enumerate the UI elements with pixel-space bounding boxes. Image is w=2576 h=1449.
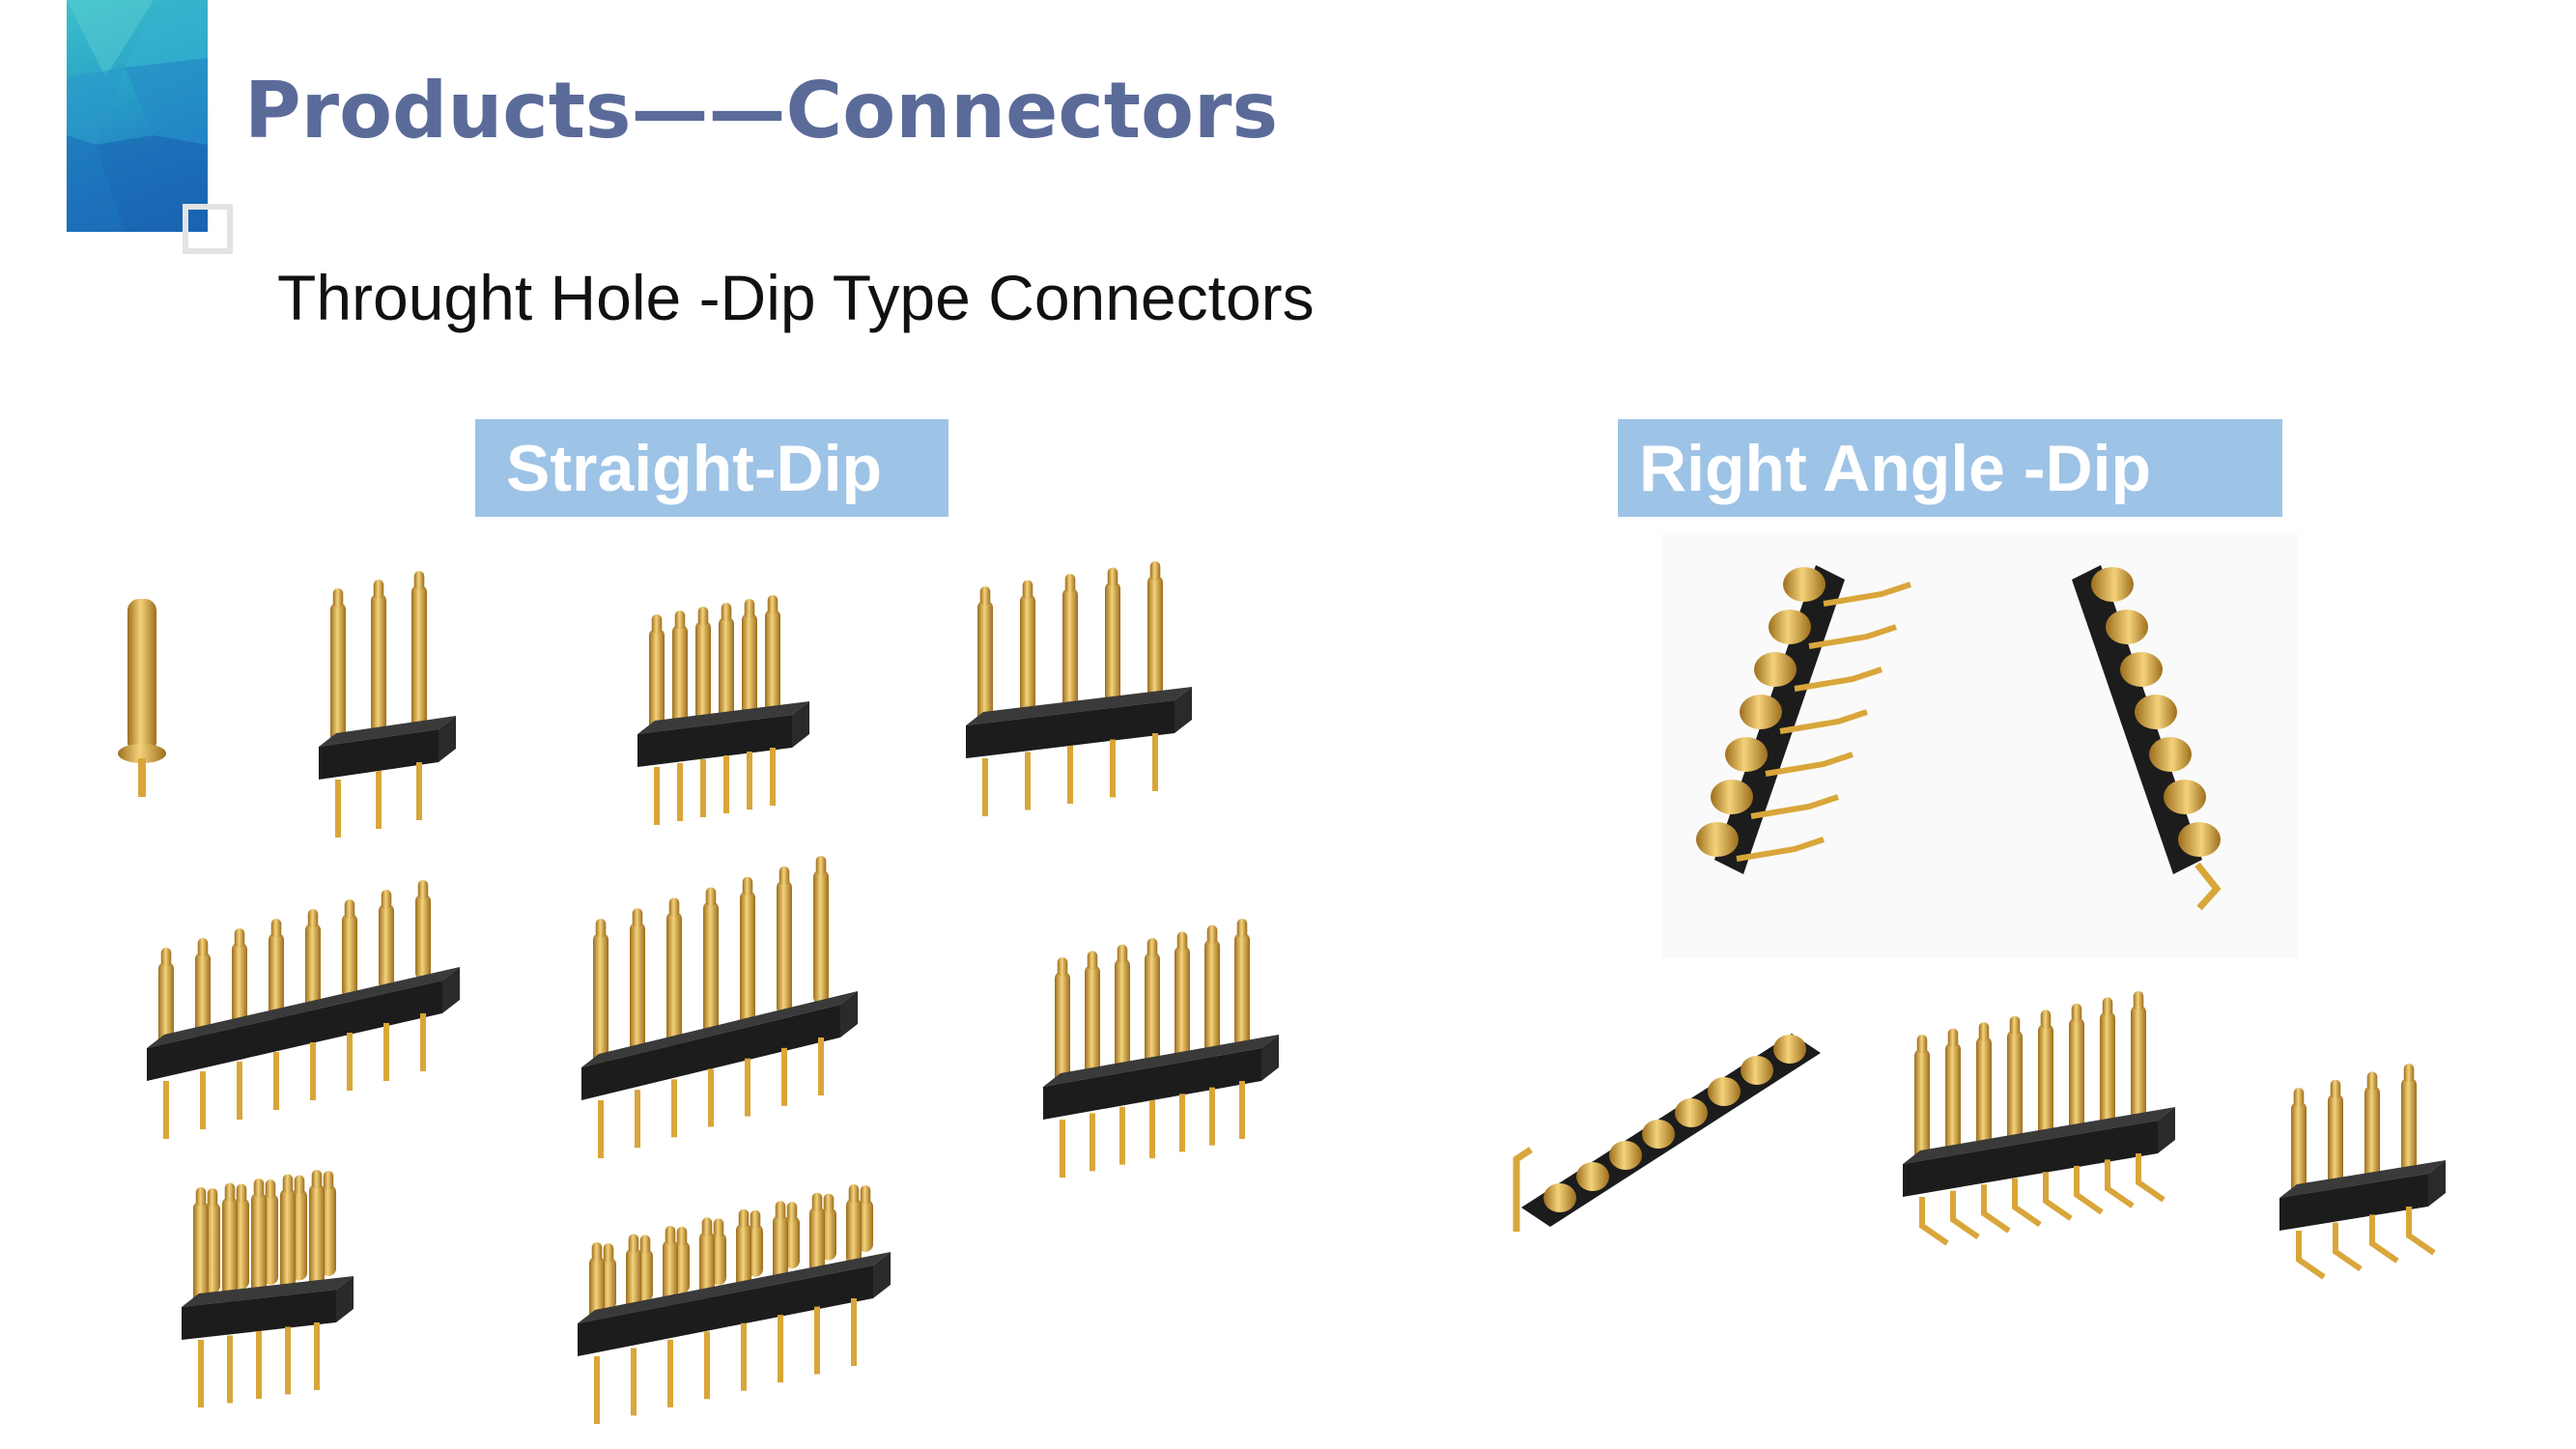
product-image-single-pin [114,580,172,802]
product-image-6pin-straight [618,580,831,840]
decorative-corner-block [67,0,208,232]
decorative-corner-square [183,204,233,254]
product-image-3pin-straight [299,555,475,853]
section-label-right-angle-dip: Right Angle -Dip [1618,419,2282,517]
product-image-right-angle-vertical-b [1985,555,2236,923]
page-subtitle: Throught Hole -Dip Type Connectors [277,262,1315,333]
product-image-right-angle-8pin [1883,976,2221,1270]
product-image-8pin-straight [127,865,529,1154]
product-image-right-angle-4pin [2260,1048,2472,1304]
product-image-double-row-16pin [558,1169,950,1430]
section-label-straight-dip: Straight-Dip [475,419,948,517]
product-image-7pin-straight [562,840,922,1174]
product-image-7pin-long-straight [1024,903,1319,1193]
product-image-5pin-straight [947,546,1219,832]
product-image-right-angle-vertical-a [1681,555,1932,923]
product-image-right-angle-horizontal [1502,1014,1850,1246]
page-title: Products——Connectors [244,66,1279,156]
product-image-double-row-10pin [162,1154,373,1413]
